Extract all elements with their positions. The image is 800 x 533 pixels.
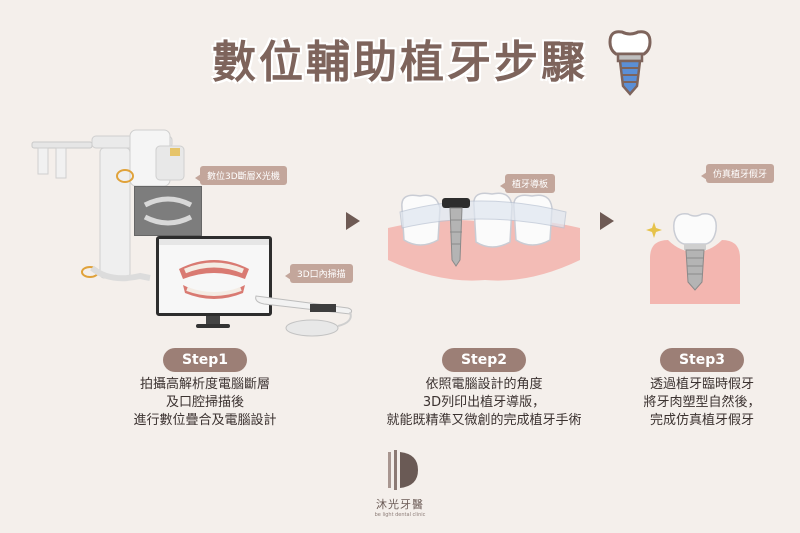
clinic-subtitle: be light dental clinic	[374, 512, 426, 518]
arrow-right-icon	[346, 212, 360, 230]
intraoral-scanner	[255, 295, 353, 337]
panoramic-xray-image	[134, 186, 202, 236]
monitor-stand	[206, 316, 220, 326]
dental-implant-icon	[608, 30, 652, 96]
step3-label: Step3	[660, 348, 744, 372]
clinic-name: 沐光牙醫	[376, 498, 424, 511]
clinic-logo-mark-icon	[388, 450, 418, 490]
tag-implant-crown: 仿真植牙假牙	[700, 164, 775, 183]
arrow-right-icon	[600, 212, 614, 230]
cbct-xray-machine	[31, 129, 185, 282]
step1-label: Step1	[163, 348, 247, 372]
tag-xray-machine: 數位3D斷層X光機	[195, 166, 287, 185]
monitor-base	[196, 324, 230, 328]
clinic-logo: 沐光牙醫 be light dental clinic	[375, 450, 425, 518]
implant-crown-illustration	[646, 213, 740, 304]
tag-surgical-guide: 植牙導板	[499, 174, 556, 193]
step2-description: 依照電腦設計的角度 3D列印出植牙導版， 就能既精準又微創的完成植牙手術	[386, 377, 582, 428]
surgical-guide-illustration	[388, 192, 580, 281]
step2-label: Step2	[442, 348, 526, 372]
step1-description: 拍攝高解析度電腦斷層 及口腔掃描後 進行數位疊合及電腦設計	[133, 377, 277, 428]
monitor-3d-scan	[156, 236, 272, 316]
tag-intraoral-scan: 3D口內掃描	[285, 264, 353, 283]
step3-description: 透過植牙臨時假牙 將牙肉塑型自然後， 完成仿真植牙假牙	[643, 377, 761, 428]
page-title: 數位輔助植牙步驟	[212, 37, 588, 88]
